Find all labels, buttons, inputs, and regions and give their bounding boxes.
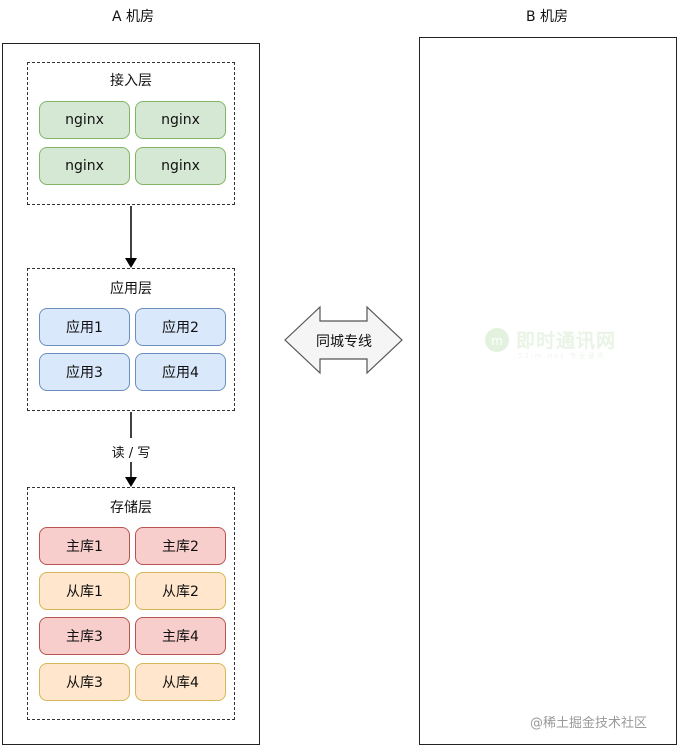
master-db-node: 主库1: [39, 527, 130, 565]
dedicated-line-label: 同城专线: [316, 334, 372, 350]
storage-layer-title: 存储层: [110, 500, 152, 516]
access-to-app-arrow: [125, 206, 137, 268]
slave-db-node: 从库4: [135, 663, 226, 701]
slave-db-node: 从库3: [39, 663, 130, 701]
slave-db-node: 从库2: [135, 572, 226, 610]
read-write-label: 读 / 写: [100, 442, 162, 461]
slave-db-node: 从库1: [39, 572, 130, 610]
app-layer-title: 应用层: [110, 281, 152, 297]
svg-text:m: m: [491, 334, 503, 348]
master-db-node: 主库4: [135, 617, 226, 655]
watermark-brand-sub: 52im.net 专业通讯: [518, 352, 606, 360]
nginx-node: nginx: [135, 101, 226, 139]
access-layer-box: [27, 62, 235, 205]
nginx-node: nginx: [135, 147, 226, 185]
watermark-logo-icon: m: [485, 328, 509, 352]
master-db-node: 主库3: [39, 617, 130, 655]
room-b-container: [419, 37, 677, 745]
app-node: 应用4: [135, 353, 226, 391]
app-node: 应用1: [39, 308, 130, 346]
app-layer-box: [27, 268, 235, 411]
double-arrow-shape: [284, 305, 403, 375]
watermark-brand: 即时通讯网: [516, 330, 617, 352]
room-a-title: A 机房: [111, 9, 155, 25]
app-node: 应用3: [39, 353, 130, 391]
access-layer-title: 接入层: [110, 73, 152, 89]
nginx-node: nginx: [39, 147, 130, 185]
watermark-site: @稀土掘金技术社区: [530, 716, 648, 731]
master-db-node: 主库2: [135, 527, 226, 565]
app-node: 应用2: [135, 308, 226, 346]
nginx-node: nginx: [39, 101, 130, 139]
room-b-title: B 机房: [525, 9, 569, 25]
storage-layer-box: [27, 487, 235, 720]
app-to-storage-arrow: [125, 412, 137, 487]
